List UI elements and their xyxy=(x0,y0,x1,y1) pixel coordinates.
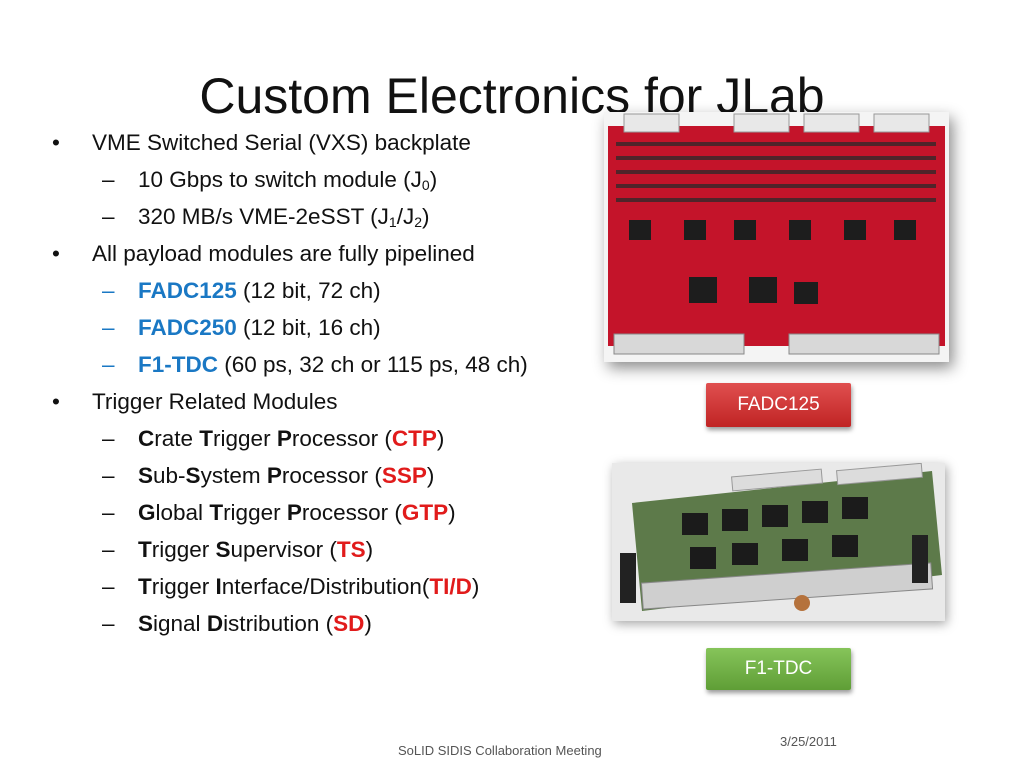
bullet-text: All payload modules are fully pipelined xyxy=(92,241,475,266)
subbullet-text: F1-TDC (60 ps, 32 ch or 115 ps, 48 ch) xyxy=(138,352,528,377)
subbullet-text: 320 MB/s VME-2eSST (J1/J2) xyxy=(138,204,430,230)
dash-marker: – xyxy=(102,352,115,377)
subbullet-fadc250: – FADC250 (12 bit, 16 ch) xyxy=(52,309,612,346)
subbullet-sd: – Signal Distribution (SD) xyxy=(52,605,612,642)
fadc125-board-photo xyxy=(604,112,949,362)
bullet-trigger: • Trigger Related Modules xyxy=(52,383,612,420)
f1tdc-caption: F1-TDC xyxy=(706,648,851,690)
subbullet-text: Trigger Supervisor (TS) xyxy=(138,537,374,562)
subbullet-fadc125: – FADC125 (12 bit, 72 ch) xyxy=(52,272,612,309)
dash-marker: – xyxy=(102,315,115,340)
footer-meeting: SoLID SIDIS Collaboration Meeting xyxy=(398,743,602,758)
dash-marker: – xyxy=(102,574,115,599)
subbullet-ts: – Trigger Supervisor (TS) xyxy=(52,531,612,568)
dash-marker: – xyxy=(102,278,115,303)
subbullet-text: Signal Distribution (SD) xyxy=(138,611,372,636)
dash-marker: – xyxy=(102,167,115,192)
subbullet-f1tdc: – F1-TDC (60 ps, 32 ch or 115 ps, 48 ch) xyxy=(52,346,612,383)
subbullet-gtp: – Global Trigger Processor (GTP) xyxy=(52,494,612,531)
f1tdc-board-image xyxy=(612,462,945,621)
bullet-vxs: • VME Switched Serial (VXS) backplate xyxy=(52,124,612,161)
subbullet-text: Sub-System Processor (SSP) xyxy=(138,463,435,488)
bullet-text: VME Switched Serial (VXS) backplate xyxy=(92,130,471,155)
f1tdc-board-photo xyxy=(612,462,945,621)
fadc125-board-image xyxy=(604,112,949,362)
subbullet-320mbs: – 320 MB/s VME-2eSST (J1/J2) xyxy=(52,198,612,235)
subbullet-text: FADC250 (12 bit, 16 ch) xyxy=(138,315,381,340)
subbullet-ssp: – Sub-System Processor (SSP) xyxy=(52,457,612,494)
subbullet-text: Crate Trigger Processor (CTP) xyxy=(138,426,445,451)
subbullet-text: Trigger Interface/Distribution(TI/D) xyxy=(138,574,480,599)
dash-marker: – xyxy=(102,463,115,488)
footer-date: 3/25/2011 xyxy=(780,734,837,749)
bullet-text: Trigger Related Modules xyxy=(92,389,338,414)
dash-marker: – xyxy=(102,426,115,451)
bullet-pipelined: • All payload modules are fully pipeline… xyxy=(52,235,612,272)
dash-marker: – xyxy=(102,500,115,525)
subbullet-ctp: – Crate Trigger Processor (CTP) xyxy=(52,420,612,457)
bullet-marker: • xyxy=(52,130,60,155)
bullet-marker: • xyxy=(52,389,60,414)
subbullet-10gbps: – 10 Gbps to switch module (J0) xyxy=(52,161,612,198)
dash-marker: – xyxy=(102,204,115,229)
subbullet-tid: – Trigger Interface/Distribution(TI/D) xyxy=(52,568,612,605)
fadc125-caption: FADC125 xyxy=(706,383,851,427)
bullet-marker: • xyxy=(52,241,60,266)
subbullet-text: 10 Gbps to switch module (J0) xyxy=(138,167,438,193)
dash-marker: – xyxy=(102,537,115,562)
subbullet-text: FADC125 (12 bit, 72 ch) xyxy=(138,278,381,303)
dash-marker: – xyxy=(102,611,115,636)
subbullet-text: Global Trigger Processor (GTP) xyxy=(138,500,456,525)
bullet-list: • VME Switched Serial (VXS) backplate – … xyxy=(52,124,612,642)
